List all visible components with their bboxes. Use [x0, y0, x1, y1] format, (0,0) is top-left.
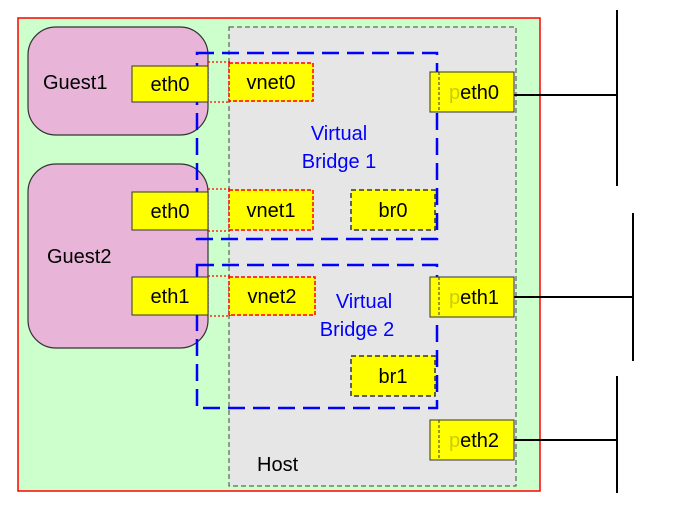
guest1-eth0-box	[131, 65, 209, 103]
bridge1-label-line2: Bridge 1	[302, 151, 377, 173]
peth2-box	[429, 419, 515, 461]
peth0-box	[429, 71, 515, 113]
vnet0-box	[228, 62, 314, 102]
guest2-eth1-label: eth1	[151, 286, 190, 308]
peth0-label: peth0	[449, 82, 499, 104]
bridge2-label-line2: Bridge 2	[320, 319, 395, 341]
peth1-name: eth1	[460, 287, 499, 309]
guest2-label: Guest2	[47, 246, 111, 268]
peth1-prefix: p	[449, 287, 460, 309]
br0-label: br0	[379, 200, 408, 222]
guest2-eth0-box	[131, 191, 209, 231]
br0-box	[350, 189, 436, 231]
host-label: Host	[257, 454, 299, 476]
guest2-eth1-box	[131, 276, 209, 316]
vnet2-box	[228, 276, 316, 316]
guest1-eth0-label: eth0	[151, 74, 190, 96]
vnet1-box	[228, 189, 314, 231]
bridge2-label-line1: Virtual	[336, 291, 392, 313]
vnet0-label: vnet0	[247, 72, 296, 94]
guest1-label: Guest1	[43, 72, 107, 94]
peth2-label: peth2	[449, 430, 499, 452]
guest2-eth0-label: eth0	[151, 201, 190, 223]
peth0-prefix: p	[449, 82, 460, 104]
br1-label: br1	[379, 366, 408, 388]
peth2-name: eth2	[460, 430, 499, 452]
virtual-bridge-2-outline	[195, 263, 439, 410]
bridge1-label-line1: Virtual	[311, 123, 367, 145]
peth1-label: peth1	[449, 287, 499, 309]
virtual-bridge-1-outline	[195, 51, 439, 241]
peth2-prefix: p	[449, 430, 460, 452]
peth1-box	[429, 276, 515, 318]
vnet2-label: vnet2	[248, 286, 297, 308]
br1-box	[350, 355, 436, 397]
vnet1-label: vnet1	[247, 200, 296, 222]
peth0-name: eth0	[460, 82, 499, 104]
